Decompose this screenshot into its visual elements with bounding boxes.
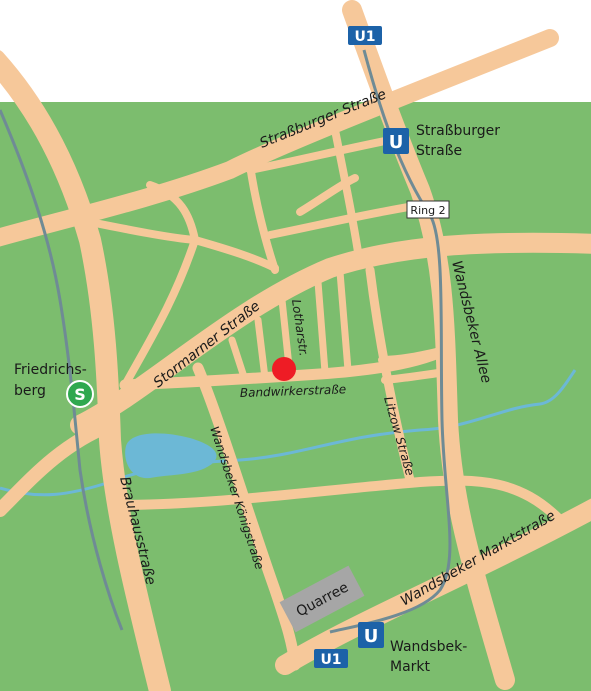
pond <box>125 433 217 479</box>
u1-line-badge-top[interactable]: U1 <box>348 26 382 45</box>
s-bahn-icon <box>66 380 94 408</box>
station-label-wandsbek-markt-2: Markt <box>390 659 431 675</box>
road-minor-13 <box>336 268 352 374</box>
road-wandsbeker-marktstrasse <box>275 498 591 675</box>
road-minor-12 <box>314 278 329 376</box>
u1-line-badge-bottom[interactable]: U1 <box>314 649 348 668</box>
road-minor-5 <box>86 218 199 244</box>
label-bandwirkerstrasse: Bandwirkerstraße <box>240 382 347 400</box>
road-minor-7 <box>146 181 199 244</box>
road-brauhausstrasse <box>0 50 171 691</box>
sbahn-track <box>0 109 124 631</box>
station-label-friedrichsberg-1: Friedrichs- <box>14 362 87 378</box>
station-label-friedrichsberg-2: berg <box>14 383 46 399</box>
road-lower-cross <box>110 475 565 525</box>
road-minor-3 <box>246 136 394 174</box>
road-bandwirkerstrasse <box>119 344 451 391</box>
u-bahn-icon <box>358 622 384 648</box>
ubahn-track <box>329 49 452 634</box>
road-minor-4 <box>266 201 424 239</box>
road-minor-6 <box>191 236 279 272</box>
svg-text:U1: U1 <box>320 652 341 668</box>
river <box>0 369 577 497</box>
road-west-diagonal <box>0 418 117 517</box>
road-minor-11 <box>254 316 269 382</box>
station-strassburger-strasse[interactable]: U Straßburger Straße <box>383 123 500 159</box>
road-strassburger-strasse <box>0 29 559 247</box>
road-wandsbeker-allee <box>342 0 515 690</box>
road-minor-2 <box>331 126 364 269</box>
road-minor-10 <box>228 336 249 384</box>
ring2-route-badge: Ring 2 <box>406 200 450 219</box>
road-minor-1 <box>246 161 279 274</box>
station-label-wandsbek-markt-1: Wandsbek- <box>390 639 467 655</box>
location-marker-icon[interactable] <box>272 357 296 381</box>
station-label-strassburger-2: Straße <box>416 143 462 159</box>
svg-text:Ring 2: Ring 2 <box>410 204 445 217</box>
station-label-strassburger-1: Straßburger <box>416 123 500 139</box>
road-minor-14 <box>378 346 449 364</box>
svg-text:U: U <box>389 132 404 153</box>
quarree-building <box>279 565 365 633</box>
road-minor-8 <box>121 236 199 389</box>
svg-text:S: S <box>74 385 86 404</box>
station-friedrichsberg[interactable]: Friedrichs- berg S <box>14 362 94 408</box>
svg-text:U1: U1 <box>354 29 375 45</box>
road-minor-9 <box>296 174 359 216</box>
u-bahn-icon <box>383 128 409 154</box>
station-wandsbek-markt[interactable]: U Wandsbek- Markt <box>358 622 467 675</box>
road-wandsbeker-koenigstrasse <box>192 362 301 671</box>
svg-text:U: U <box>364 626 379 647</box>
